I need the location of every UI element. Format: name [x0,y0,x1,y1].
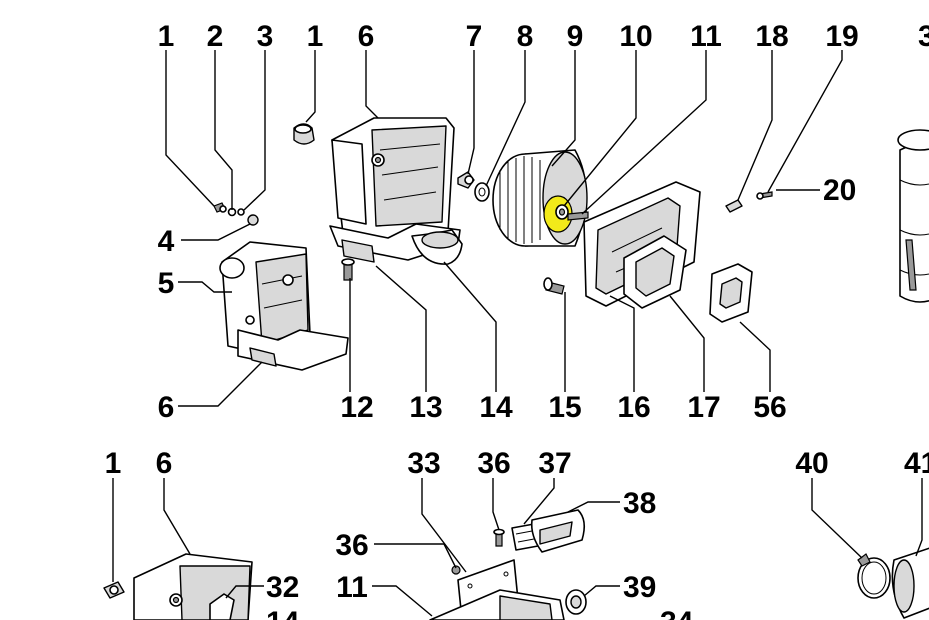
label-10: 10 [619,20,652,53]
screw-19 [756,191,773,200]
label-9: 9 [567,20,584,53]
wing-nut-7 [457,171,475,189]
fitting-39 [565,589,587,615]
screw-12 [341,258,355,281]
label-38: 38 [623,487,656,520]
label-37: 37 [538,447,571,480]
gasket-17 [623,235,687,309]
label-7: 7 [466,20,483,53]
label-36-left: 36 [335,529,368,562]
label-32: 32 [266,571,299,604]
label-19: 19 [825,20,858,53]
filter-housing-6b [219,241,349,371]
label-1-knob: 1 [307,20,324,53]
label-2: 2 [207,20,224,53]
label-3-right-partial: 3 [918,20,929,53]
label-6-mid: 6 [158,391,175,424]
label-11-lower: 11 [336,571,368,604]
washer-3 [237,208,245,216]
leader-lines [112,50,923,617]
elbow-lower-11 [429,589,565,620]
part-number-labels: 1 2 3 1 6 7 8 9 10 11 18 19 3 20 4 5 6 1… [105,20,929,620]
knob-1 [293,123,315,145]
label-8: 8 [517,20,534,53]
label-34-partial: 34 [660,606,694,620]
label-15: 15 [548,391,581,424]
filter-cartridge-9 [492,149,588,247]
label-6-lower: 6 [156,447,173,480]
label-14-mid: 14 [479,391,513,424]
label-40: 40 [795,447,828,480]
cylinder-filter-right [897,129,929,303]
nut-4 [247,214,259,226]
filter-housing-6 [329,117,461,263]
screw-1 [213,202,227,213]
label-4: 4 [158,225,175,258]
bolt-15 [543,277,565,295]
screw-36 [493,528,505,547]
label-11-top: 11 [690,20,722,53]
label-16: 16 [617,391,650,424]
label-1-lower: 1 [105,447,122,480]
cover-38 [530,509,586,553]
label-5: 5 [158,267,175,300]
label-6-top: 6 [358,20,375,53]
label-14-lower-partial: 14 [266,606,300,620]
label-20: 20 [823,174,856,207]
label-1-top-left: 1 [158,20,175,53]
plug-18 [725,199,743,213]
gasket-56 [709,263,753,323]
intake-elbow-14 [411,229,463,265]
label-18: 18 [755,20,788,53]
label-39: 39 [623,571,656,604]
bracket-32 [209,593,235,620]
label-3: 3 [257,20,274,53]
stud-11 [567,211,589,221]
label-17: 17 [687,391,720,424]
label-36-top: 36 [477,447,510,480]
label-33: 33 [407,447,440,480]
label-41: 41 [904,447,929,480]
hose-clamp-40 [857,553,891,599]
label-12: 12 [340,391,373,424]
hose-41 [891,547,929,619]
label-56: 56 [753,391,786,424]
label-13: 13 [409,391,442,424]
base-plate-16 [583,181,701,307]
screw-36b [451,565,461,575]
screw-1-lower [103,581,125,599]
washer-8 [474,182,490,202]
